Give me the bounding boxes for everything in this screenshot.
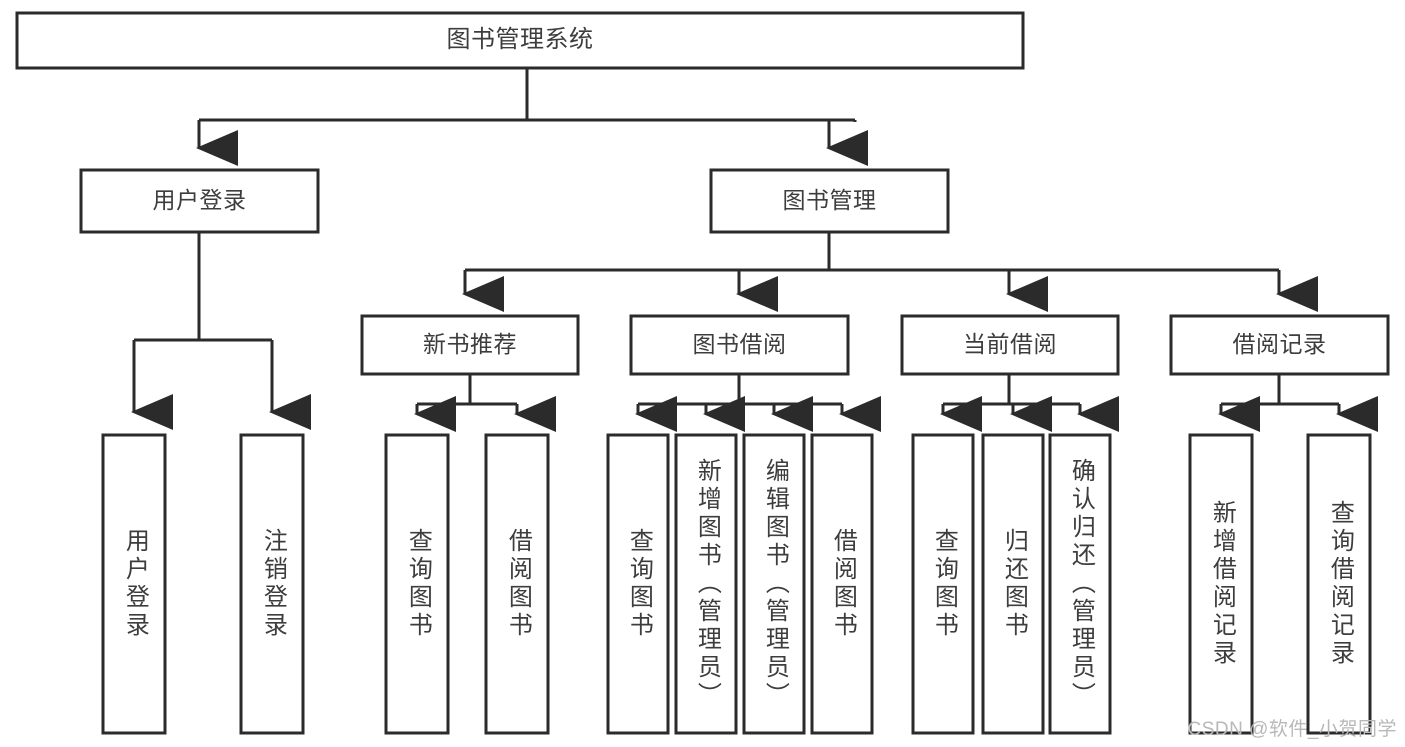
node-box-leaf-new-book-0[interactable] [384, 433, 450, 735]
node-box-leaf-current-borrow-2[interactable] [1048, 433, 1112, 735]
node-box-leaf-book-borrow-0[interactable] [606, 433, 670, 735]
node-box-leaf-book-borrow-3[interactable] [810, 433, 874, 735]
node-box-borrow-records[interactable] [1169, 314, 1390, 376]
node-box-leaf-book-borrow-2[interactable] [742, 433, 806, 735]
node-box-book-management[interactable] [709, 168, 950, 234]
node-box-leaf-user-login-1[interactable] [239, 433, 305, 735]
node-box-leaf-new-book-1[interactable] [484, 433, 550, 735]
node-box-current-borrow[interactable] [900, 314, 1120, 376]
node-box-new-book-recommend[interactable] [360, 314, 580, 376]
node-box-leaf-current-borrow-1[interactable] [981, 433, 1045, 735]
node-box-leaf-book-borrow-1[interactable] [674, 433, 738, 735]
node-box-leaf-borrow-records-1[interactable] [1306, 433, 1372, 735]
node-box-user-login[interactable] [79, 168, 320, 234]
node-box-leaf-user-login-0[interactable] [101, 433, 167, 735]
watermark-label: CSDN @软件_小贺同学 [1187, 719, 1397, 740]
node-box-book-borrow[interactable] [629, 314, 850, 376]
node-box-root[interactable] [15, 11, 1025, 70]
node-box-leaf-borrow-records-0[interactable] [1188, 433, 1254, 735]
node-box-leaf-current-borrow-0[interactable] [911, 433, 975, 735]
